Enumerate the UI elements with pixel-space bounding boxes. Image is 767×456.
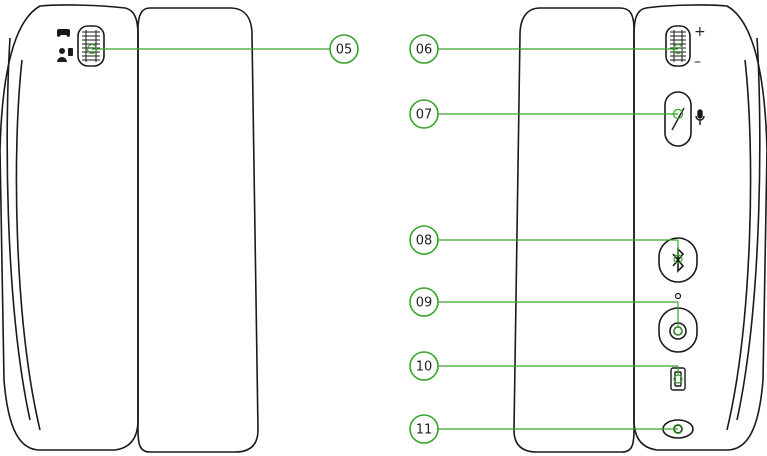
right-earcup-shell [634, 5, 767, 450]
callout-06: 06 [410, 35, 683, 63]
left-earcup [0, 5, 258, 452]
callout-10: 10 [410, 352, 682, 383]
callout-05: 05 [88, 35, 359, 63]
callout-11-label: 11 [416, 423, 433, 438]
gamepad-icon [57, 29, 70, 37]
volume-minus-label: – [694, 54, 701, 70]
microphone-icon [696, 110, 704, 125]
callout-08-label: 08 [416, 234, 433, 249]
volume-wheel[interactable] [666, 26, 690, 66]
right-earcup-ridge-inner [727, 60, 751, 430]
left-earcup-ridge-inner [16, 60, 40, 430]
left-ear-pad [138, 8, 258, 452]
callout-06-label: 06 [416, 43, 433, 58]
callout-07: 07 [410, 100, 683, 128]
callout-07-label: 07 [416, 108, 433, 123]
status-led [676, 294, 681, 299]
callout-11: 11 [410, 415, 683, 443]
callout-09-label: 09 [416, 296, 433, 311]
volume-plus-label: + [694, 24, 706, 40]
callout-10-label: 10 [416, 360, 433, 375]
chat-person-icon [57, 48, 73, 62]
callout-08: 08 [410, 226, 682, 263]
right-earcup [514, 5, 767, 452]
left-mode-slider[interactable] [78, 26, 104, 66]
callout-05-label: 05 [336, 43, 353, 58]
right-ear-pad [514, 8, 634, 452]
callout-09: 09 [410, 288, 682, 335]
